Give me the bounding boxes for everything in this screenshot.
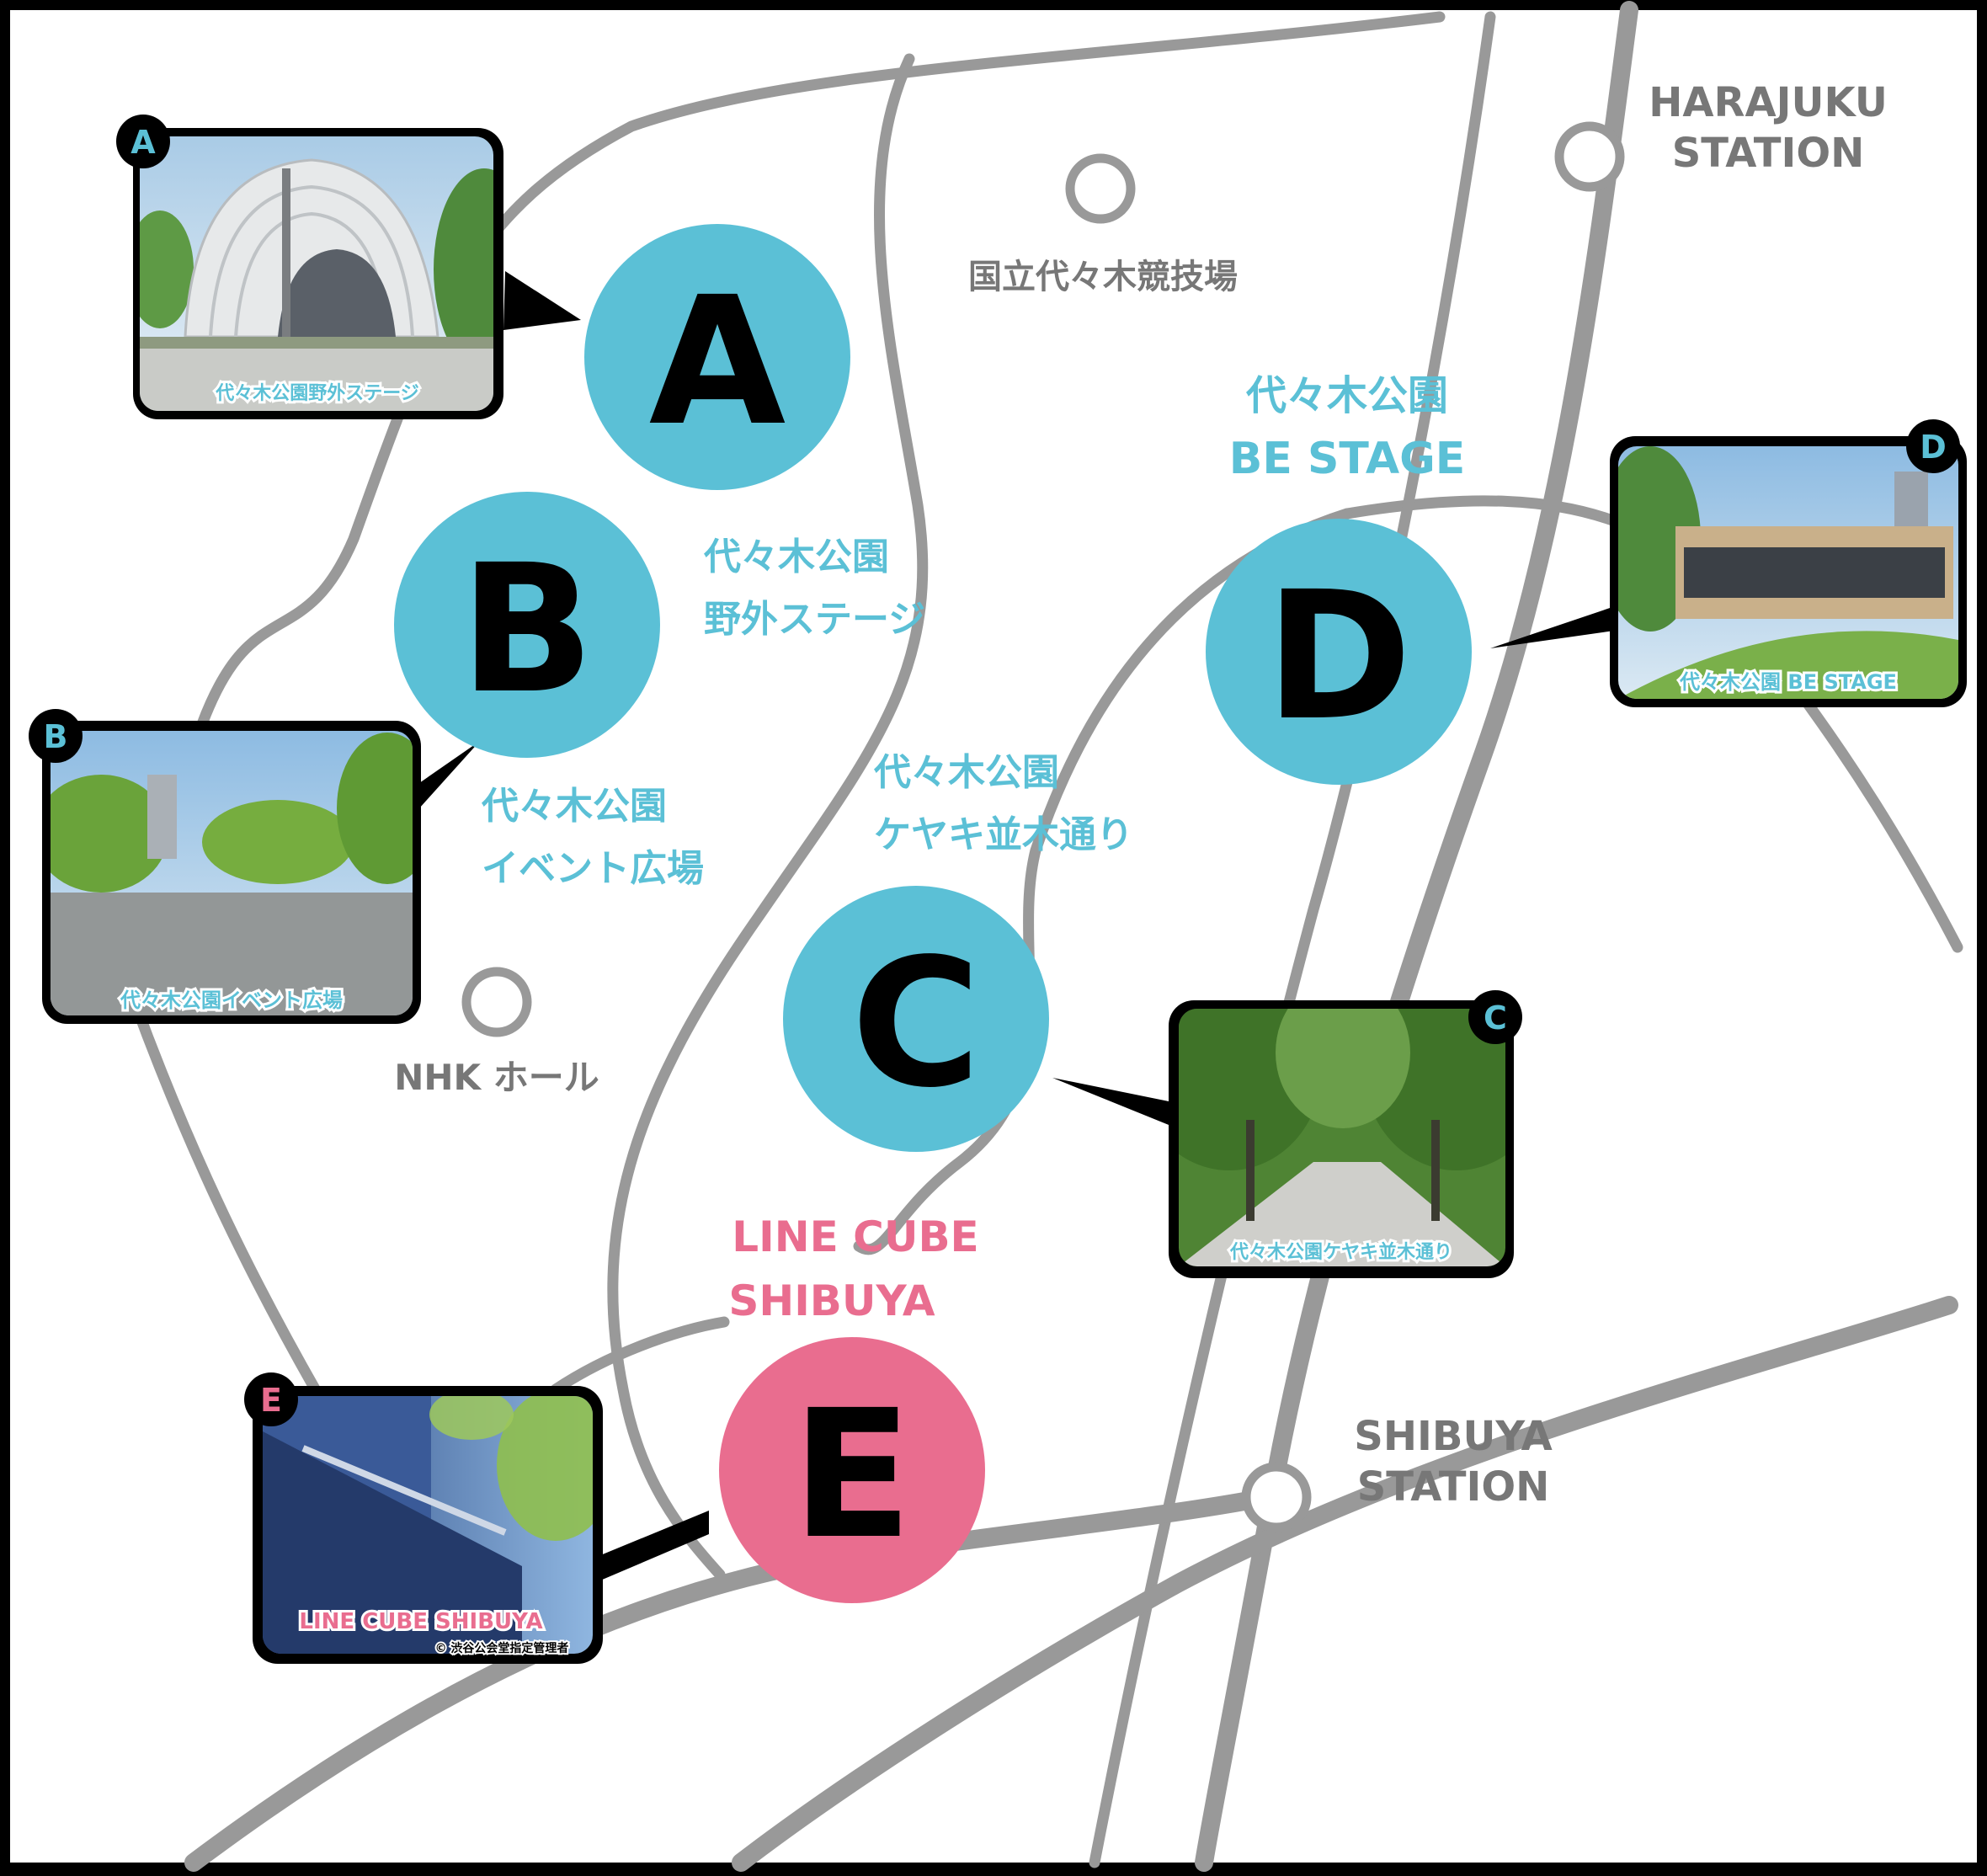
loop-road-c-west [853,508,1353,1255]
photo-badge-e [244,1372,298,1426]
event-plaza-photo [51,731,413,1015]
photo-caption-b: 代々木公園イベント広場 [120,989,343,1012]
venue-marker-b[interactable] [394,492,660,758]
venue-e[interactable]: LINE CUBE SHIBUYA © 渋谷公会堂指定管理者 E E LINE … [244,1212,985,1664]
stadium-icon [1065,153,1136,224]
photo-badge-letter-c: C [1484,999,1507,1037]
venue-label-e-line1: LINE CUBE [732,1212,978,1261]
callout-pointer [594,1511,709,1583]
bandshell-photo [140,136,493,411]
line-cube-approach-road [550,1316,730,1395]
shibuya-station-icon [1241,1462,1312,1532]
photo-badge-letter-b: B [44,718,68,755]
nhk-hall-icon [461,967,532,1037]
venue-c[interactable]: 代々木公園ケヤキ並木通り C C 代々木公園 ケヤキ並木通り [783,751,1549,1278]
callout-pointer [1052,1078,1177,1128]
photo-badge-letter-d: D [1920,429,1947,466]
venue-label-c-line1: 代々木公園 [873,751,1059,794]
photo-caption-d: 代々木公園 BE STAGE [1679,670,1897,694]
venue-b[interactable]: 代々木公園イベント広場 B B 代々木公園 イベント広場 [29,492,704,1024]
harajuku-station-label: HARAJUKU [1649,79,1888,126]
venue-label-b-line1: 代々木公園 [481,785,667,828]
harajuku-station-sublabel: STATION [1672,130,1865,177]
venue-label-e-line2: SHIBUYA [728,1276,935,1325]
photo-credit-e: © 渋谷公会堂指定管理者 [435,1641,569,1655]
venue-label-d-line1: 代々木公園 [1245,372,1448,419]
nhk-hall-landmark: NHK ホール [394,967,599,1098]
callout-pointer [503,271,581,330]
venue-label-a-line1: 代々木公園 [703,536,889,578]
shibuya-station-sublabel: STATION [1357,1463,1550,1511]
photo-badge-d [1906,419,1960,473]
photo-badge-a [116,115,170,168]
venue-marker-d[interactable] [1206,519,1472,785]
nhk-hall-label: NHK ホール [394,1057,599,1098]
photo-caption-a: 代々木公園野外ステージ [215,382,419,404]
venue-marker-letter-e: E [791,1372,912,1578]
venue-marker-letter-d: D [1265,553,1412,759]
photo-badge-b [29,709,83,763]
venue-label-a-line2: 野外ステージ [704,598,925,641]
central-park-road [607,53,929,1580]
venue-marker-letter-c: C [851,920,981,1127]
be-stage-photo [1618,446,1958,699]
photo-caption-e: LINE CUBE SHIBUYA [299,1609,542,1634]
meiji-avenue-road [1089,11,1496,1868]
photo-badge-letter-e: E [260,1382,282,1419]
stadium-label: 国立代々木競技場 [968,258,1238,296]
shibuya-station-label: SHIBUYA [1354,1413,1552,1460]
park-outline-road [196,11,1446,730]
venue-marker-a[interactable] [584,224,850,490]
photo-badge-letter-a: A [131,124,156,161]
venue-marker-letter-b: B [460,526,594,733]
southeast-arterial-road [732,1296,1958,1872]
venue-label-d-line2: BE STAGE [1229,434,1466,484]
venue-marker-letter-a: A [649,258,786,465]
shibuya-station: SHIBUYA STATION [1241,1413,1553,1532]
harajuku-station: HARAJUKU STATION [1554,79,1888,192]
venue-label-c-line2: ケヤキ並木通り [874,813,1133,856]
callout-pointer [419,741,480,808]
photo-badge-c [1468,990,1522,1044]
stadium-landmark: 国立代々木競技場 [968,153,1238,296]
callout-pointer [1490,605,1620,648]
venue-marker-c[interactable] [783,886,1049,1152]
venue-label-b-line2: イベント広場 [482,847,704,890]
photo-caption-c: 代々木公園ケヤキ並木通り [1229,1241,1452,1263]
venue-marker-e[interactable] [719,1337,985,1603]
park-west-road [129,996,326,1404]
venue-a[interactable]: 代々木公園野外ステージ A A 代々木公園 野外ステージ [116,115,925,641]
line-cube-photo [263,1396,593,1654]
harajuku-station-icon [1554,121,1625,192]
venue-d[interactable]: 代々木公園 BE STAGE D D 代々木公園 BE STAGE [1206,372,1967,785]
